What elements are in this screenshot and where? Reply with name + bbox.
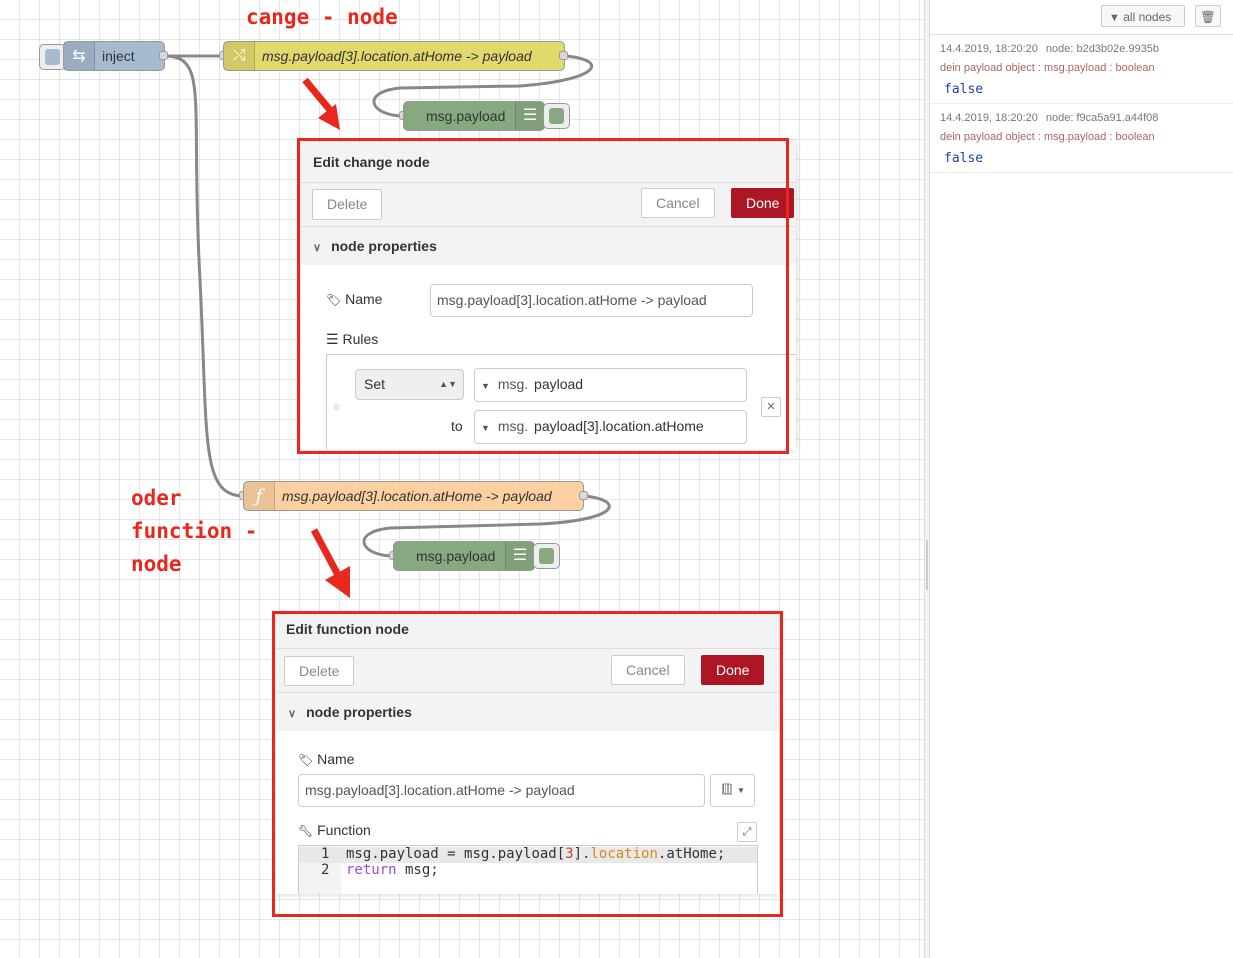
rules-list: ≡ Set ▲▼ ▼ msg. payload to ▼ msg. payloa… — [326, 354, 796, 450]
annotation-function-node: oder function - node — [131, 486, 258, 576]
delete-button[interactable]: Delete — [284, 656, 355, 686]
rule-target-input[interactable]: ▼ msg. payload — [474, 368, 747, 402]
name-input[interactable]: msg.payload[3].location.atHome -> payloa… — [298, 774, 705, 807]
section-title: node properties — [306, 704, 412, 720]
function-f-icon: ƒ — [244, 482, 275, 510]
name-label: 🏷︎ Name — [326, 291, 383, 307]
caret-down-icon: ▼ — [737, 786, 745, 795]
caret-down-icon: ▼ — [481, 381, 490, 391]
done-button[interactable]: Done — [731, 188, 795, 218]
function-output-port[interactable] — [579, 491, 588, 500]
edit-change-dialog: Edit change node Delete Cancel Done ∨ nod… — [301, 142, 796, 450]
dialog-button-row: Delete Cancel Done — [276, 649, 779, 693]
chevron-down-icon: ∨ — [313, 242, 322, 254]
dialog-title: Edit function node — [276, 615, 779, 649]
list-icon: ☰ — [515, 102, 544, 130]
tag-icon: 🏷︎ — [326, 293, 342, 307]
cancel-button[interactable]: Cancel — [641, 188, 715, 218]
debug-topic: dein payload object : msg.payload : bool… — [940, 62, 1155, 74]
shuffle-icon: ⤭ — [224, 42, 255, 70]
debug-node-2[interactable]: msg.payload ☰ — [393, 541, 535, 571]
filter-icon: ▼ — [1109, 12, 1120, 24]
debug1-label: msg.payload — [426, 108, 506, 124]
expand-icon: ⤢ — [742, 826, 752, 838]
clear-log-button[interactable]: 🗑︎ — [1195, 5, 1221, 27]
flow-wires — [163, 54, 611, 598]
debug1-toggle-button[interactable] — [543, 103, 570, 129]
remove-rule-button[interactable]: ✕ — [761, 397, 781, 417]
line-number-2: 2 — [321, 862, 330, 878]
debug-toolbar: ▼ all nodes 🗑︎ — [930, 0, 1233, 35]
debug-node-1[interactable]: msg.payload ☰ — [403, 101, 545, 131]
delete-button[interactable]: Delete — [312, 189, 383, 220]
function-node[interactable]: ƒ msg.payload[3].location.atHome -> payl… — [243, 481, 584, 511]
flow-workspace[interactable]: ⇆ inject ⤭ msg.payload[3].location.atHom… — [0, 0, 924, 958]
debug2-toggle-button[interactable] — [533, 543, 560, 569]
node-properties-section[interactable]: ∨ node properties — [301, 227, 796, 265]
line-number-1: 1 — [321, 846, 330, 862]
rule-action-select[interactable]: Set ▲▼ — [355, 369, 464, 400]
drag-handle-icon[interactable]: ≡ — [333, 400, 341, 414]
function-label: 🔧︎ Function — [298, 822, 371, 838]
list-icon: ☰ — [326, 331, 339, 347]
book-icon: 📕︎ — [720, 784, 734, 796]
select-arrows-icon: ▲▼ — [439, 379, 457, 389]
arrow-to-function-dialog — [310, 528, 350, 598]
code-editor[interactable]: 1 2 msg.payload = msg.payload[3].locatio… — [298, 845, 758, 894]
cancel-button[interactable]: Cancel — [611, 655, 685, 685]
inject-node[interactable]: ⇆ inject — [63, 41, 165, 71]
expand-editor-button[interactable]: ⤢ — [737, 822, 757, 842]
node-properties-section[interactable]: ∨ node properties — [276, 693, 779, 731]
function-node-label: msg.payload[3].location.atHome -> payloa… — [282, 488, 552, 504]
debug2-label: msg.payload — [416, 548, 496, 564]
change-node-label: msg.payload[3].location.atHome -> payloa… — [262, 48, 532, 64]
rules-label: ☰ Rules — [326, 331, 379, 347]
edit-function-dialog: Edit function node Delete Cancel Done ∨ n… — [276, 615, 779, 894]
caret-down-icon: ▼ — [481, 423, 490, 433]
name-label: 🏷︎ Name — [298, 751, 355, 767]
code-line-1: msg.payload = msg.payload[3].location.at… — [346, 846, 726, 862]
wrench-icon: 🔧︎ — [298, 824, 314, 838]
sidebar-splitter[interactable] — [924, 0, 930, 958]
dialog-button-row: Delete Cancel Done — [301, 183, 796, 227]
active-line-highlight — [299, 847, 757, 863]
inject-button[interactable] — [39, 44, 66, 70]
change-output-port[interactable] — [559, 51, 568, 60]
library-button[interactable]: 📕︎ ▼ — [710, 774, 755, 807]
annotation-change-node: cange - node — [246, 5, 398, 29]
filter-all-nodes-button[interactable]: ▼ all nodes — [1101, 5, 1185, 27]
arrow-to-change-dialog — [302, 77, 340, 130]
code-line-2: return msg; — [346, 862, 439, 878]
highlight-box-change — [297, 138, 789, 454]
name-input[interactable]: msg.payload[3].location.atHome -> payloa… — [430, 284, 753, 317]
inject-arrow-icon: ⇆ — [64, 42, 95, 70]
change-node[interactable]: ⤭ msg.payload[3].location.atHome -> payl… — [223, 41, 565, 71]
tag-icon: 🏷︎ — [298, 753, 314, 767]
chevron-down-icon: ∨ — [288, 708, 297, 720]
section-title: node properties — [331, 238, 437, 254]
debug-value: false — [944, 82, 984, 97]
inject-output-port[interactable] — [159, 51, 168, 60]
highlight-box-function — [272, 611, 783, 917]
to-label: to — [451, 418, 463, 434]
debug-topic: dein payload object : msg.payload : bool… — [940, 131, 1155, 143]
trash-icon: 🗑︎ — [1200, 10, 1216, 24]
rule-source-input[interactable]: ▼ msg. payload[3].location.atHome — [474, 410, 747, 444]
debug-value: false — [944, 151, 984, 166]
list-icon: ☰ — [505, 542, 534, 570]
dialog-title: Edit change node — [301, 142, 796, 183]
done-button[interactable]: Done — [701, 655, 765, 685]
inject-node-label: inject — [102, 48, 135, 64]
